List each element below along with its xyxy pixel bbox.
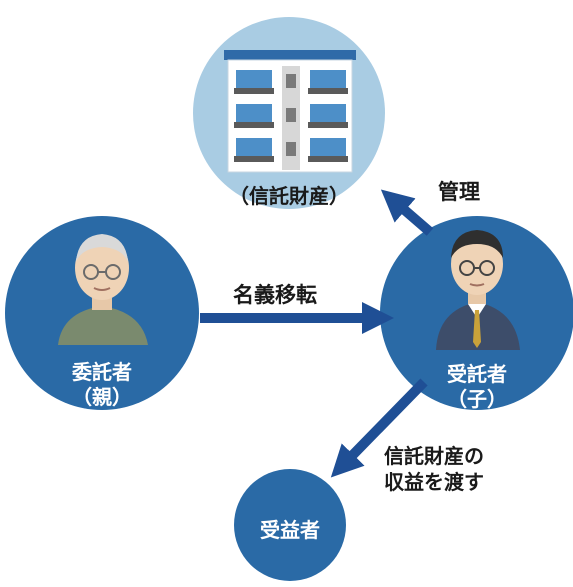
- profit-label-line1: 信託財産の: [384, 444, 484, 468]
- settlor-relation: （親）: [72, 385, 132, 409]
- profit-label-line2: 収益を渡す: [384, 470, 484, 494]
- trustee-name: 受託者: [447, 362, 507, 386]
- building-icon: [224, 50, 356, 173]
- elderly-man-icon: [58, 234, 148, 345]
- trustee-relation: （子）: [447, 387, 507, 411]
- manage-arrow: [380, 189, 434, 236]
- profit-arrow: [330, 378, 428, 478]
- beneficiary-node: [234, 469, 346, 581]
- transfer-label: 名義移転: [233, 283, 317, 307]
- beneficiary-label: 受益者: [260, 518, 320, 542]
- businessman-icon: [436, 230, 520, 350]
- manage-label: 管理: [438, 180, 480, 204]
- settlor-name: 委託者: [72, 360, 132, 384]
- property-label: （信託財産）: [229, 184, 349, 208]
